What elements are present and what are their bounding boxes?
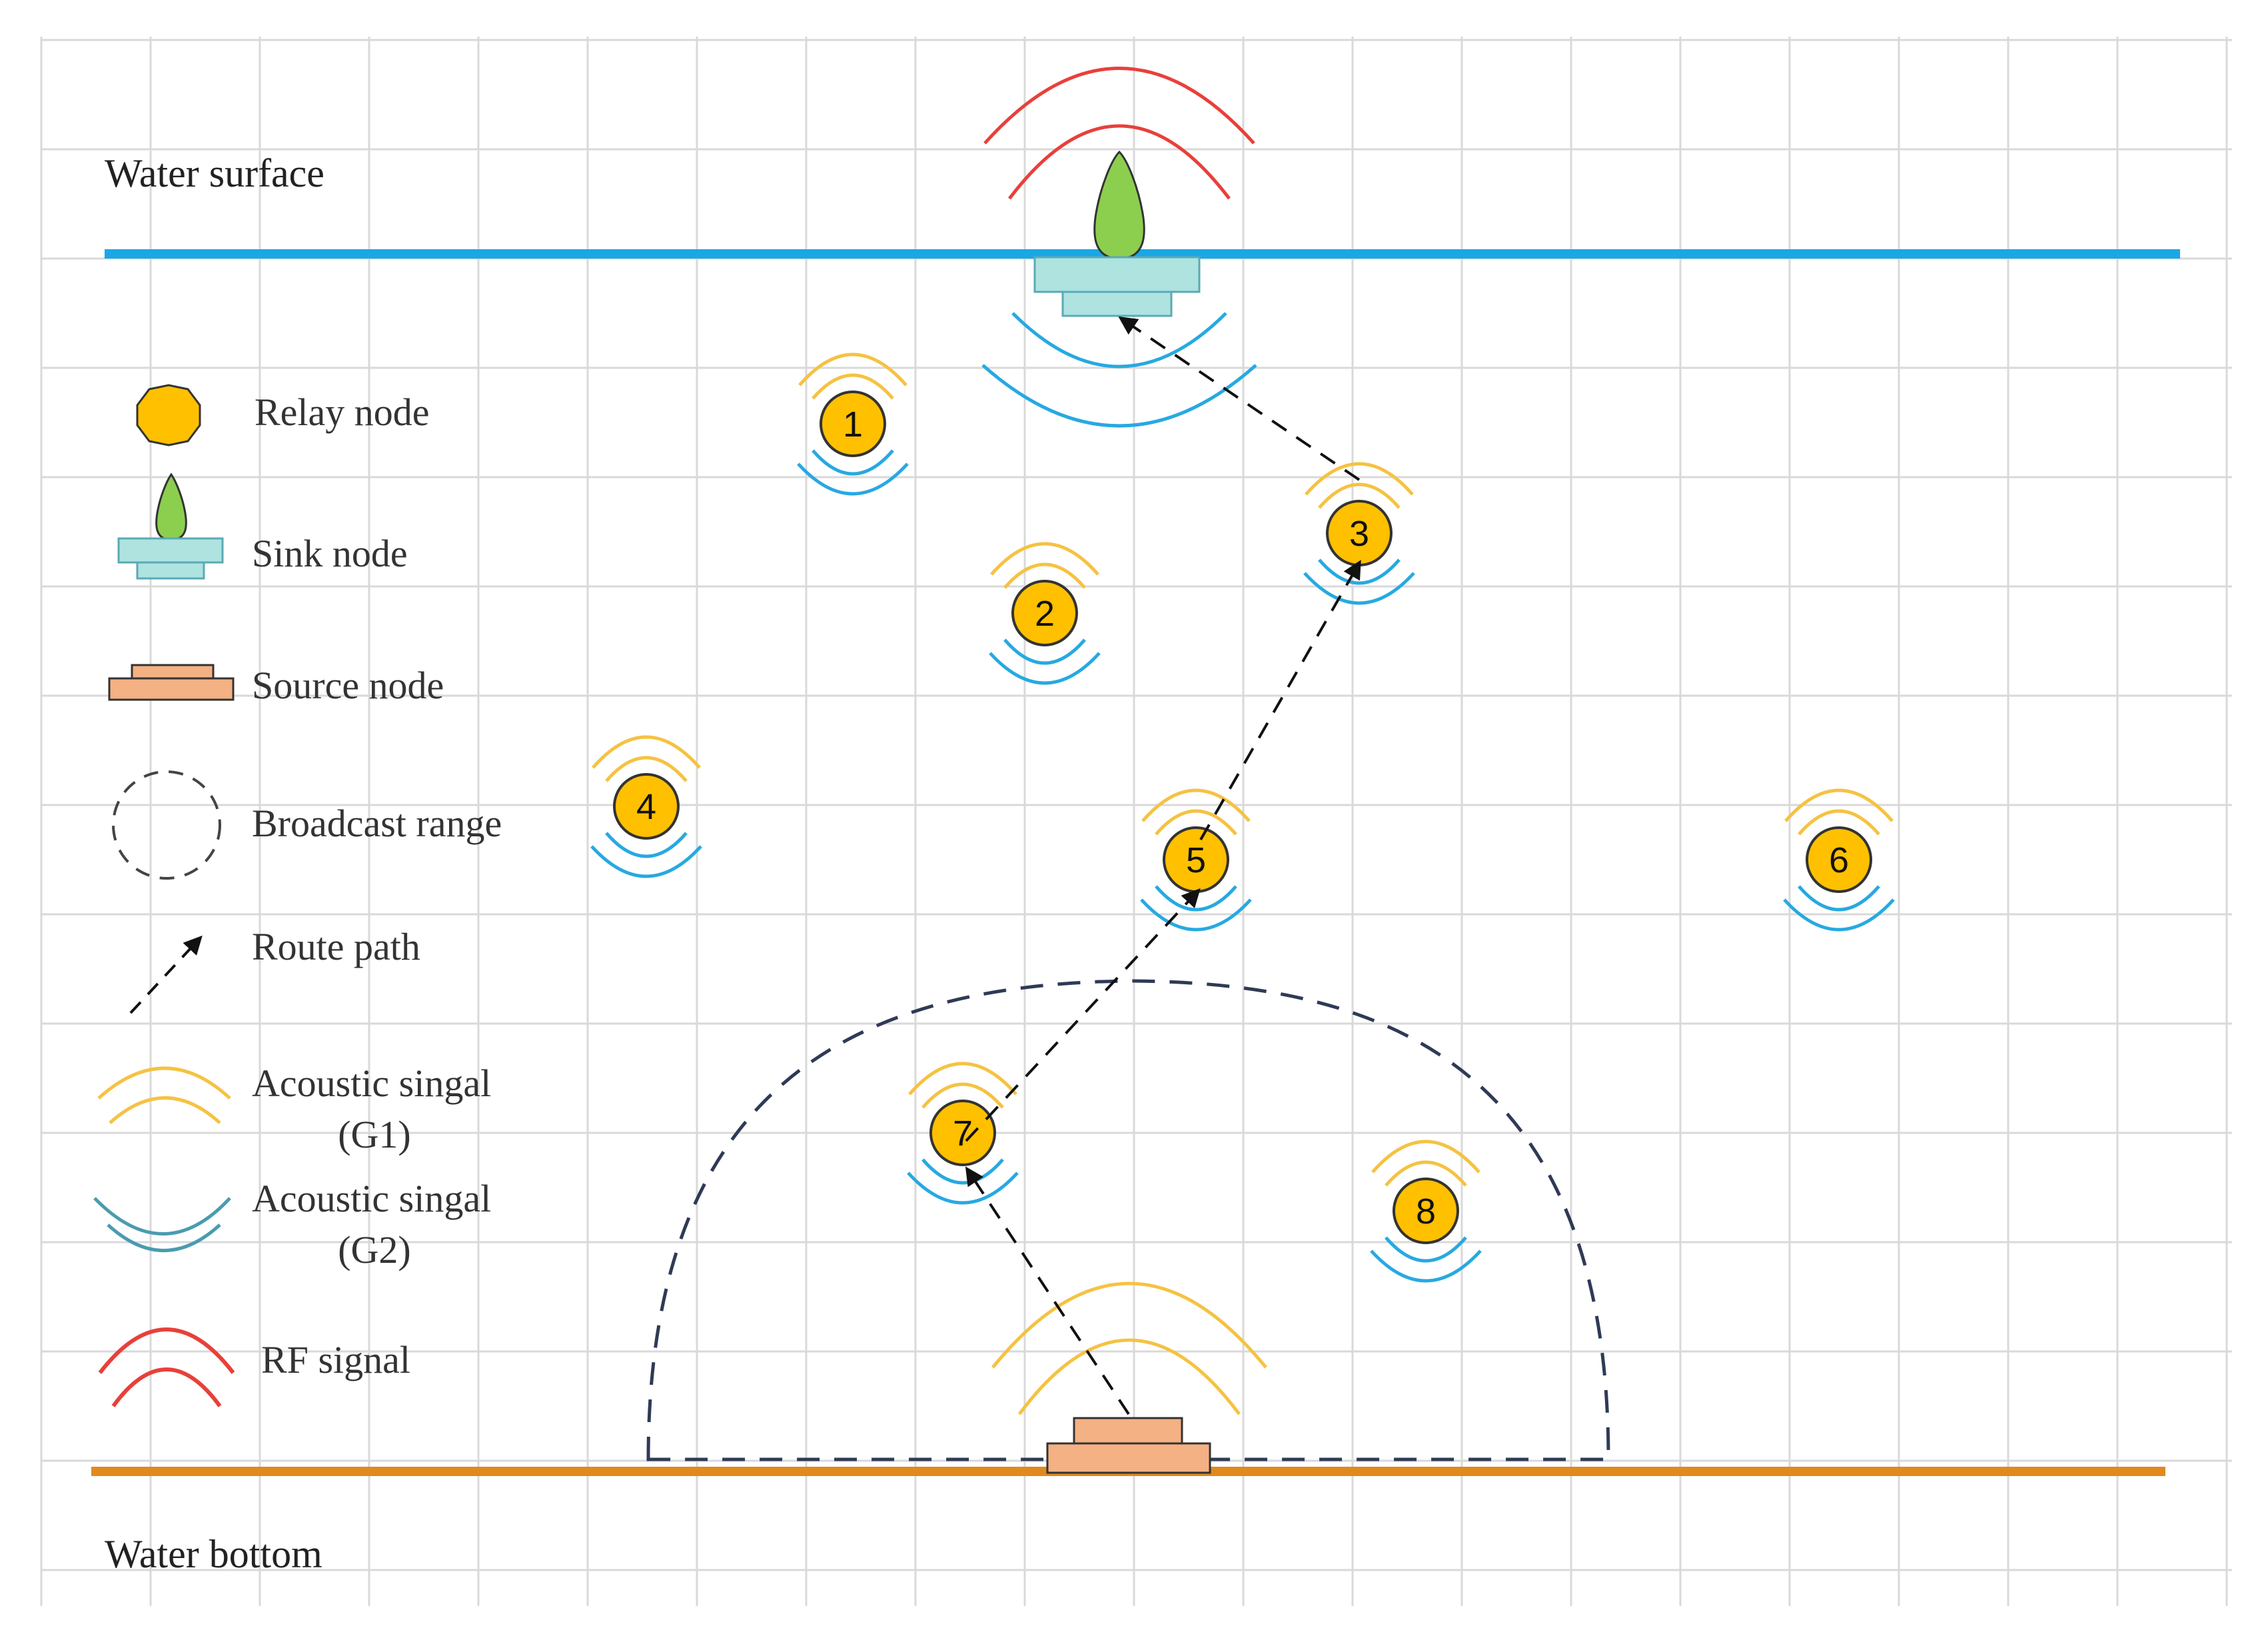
relay-node-2: 2 <box>989 542 1101 685</box>
relay-node-number: 1 <box>843 405 863 444</box>
relay-node-icon <box>1806 826 1872 893</box>
background-grid <box>40 37 2232 1606</box>
route-path <box>965 316 1361 1415</box>
route-segment-3-sink <box>1118 316 1361 481</box>
relay-node-icon <box>1011 580 1078 646</box>
acoustic-g1-signal <box>1141 788 1251 836</box>
source-acoustic-signal <box>991 1281 1267 1415</box>
acoustic-g1-signal <box>1371 1140 1480 1187</box>
legend-acoustic-g2-label: Acoustic singal <box>252 1177 491 1220</box>
route-segment-5-3 <box>1199 560 1361 840</box>
legend-route-label: Route path <box>252 925 420 968</box>
legend: Relay node Sink node Source node Broadca… <box>93 384 502 1407</box>
legend-acoustic-g1-sublabel: (G1) <box>338 1113 411 1156</box>
relay-node-icon <box>820 391 886 457</box>
legend-sink-icon <box>117 472 224 580</box>
acoustic-g2-signal <box>797 449 909 496</box>
relay-node-number: 6 <box>1829 840 1849 880</box>
sink-buoy-icon <box>1093 150 1145 260</box>
legend-acoustic-g2-sublabel: (G2) <box>338 1228 411 1271</box>
acoustic-g2-signal <box>907 1158 1019 1205</box>
relay-node-icon <box>929 1100 996 1166</box>
relay-node-3: 3 <box>1303 462 1415 605</box>
water-bottom-label: Water bottom <box>105 1532 322 1576</box>
acoustic-g1-signal <box>798 353 907 400</box>
acoustic-g2-signal <box>1303 558 1415 605</box>
water-surface-label: Water surface <box>105 151 324 195</box>
relay-node-4: 4 <box>590 735 702 878</box>
relay-node-number: 7 <box>953 1114 973 1154</box>
legend-relay-icon <box>136 384 201 446</box>
acoustic-g1-signal <box>908 1062 1017 1109</box>
legend-relay-label: Relay node <box>255 391 430 434</box>
acoustic-g1-signal <box>1784 788 1894 836</box>
relay-node-1: 1 <box>797 353 909 496</box>
legend-acoustic-g2-icon <box>93 1197 231 1252</box>
relay-node-icon <box>613 773 680 840</box>
sink-node <box>1033 150 1201 317</box>
relay-nodes: 1 2 3 4 5 6 7 8 <box>590 353 1895 1283</box>
legend-rf-icon <box>98 1327 235 1407</box>
legend-acoustic-g1-icon <box>97 1066 231 1124</box>
acoustic-g2-signal <box>590 832 702 878</box>
acoustic-g1-signal <box>990 542 1099 589</box>
legend-route-icon <box>129 935 203 1014</box>
relay-node-number: 5 <box>1186 840 1206 880</box>
legend-source-icon <box>108 664 235 701</box>
route-segment-source-7 <box>965 1166 1130 1415</box>
legend-acoustic-g1-label: Acoustic singal <box>252 1062 491 1105</box>
relay-node-5: 5 <box>1140 788 1252 932</box>
sink-rf-signal <box>983 67 1255 200</box>
sink-acoustic-signal <box>981 312 1257 428</box>
source-node <box>1046 1417 1211 1474</box>
relay-node-icon <box>1393 1178 1459 1244</box>
relay-node-number: 4 <box>636 787 656 827</box>
relay-node-number: 3 <box>1349 514 1369 554</box>
legend-rf-label: RF signal <box>261 1338 410 1381</box>
acoustic-g1-signal <box>1305 462 1414 509</box>
acoustic-g2-signal <box>1140 885 1252 932</box>
legend-broadcast-icon <box>112 770 221 880</box>
acoustic-g2-signal <box>989 638 1101 685</box>
legend-sink-label: Sink node <box>252 532 408 575</box>
legend-source-label: Source node <box>252 664 444 707</box>
legend-broadcast-label: Broadcast range <box>252 802 502 845</box>
relay-node-6: 6 <box>1783 788 1895 932</box>
acoustic-g2-signal <box>1370 1236 1482 1283</box>
relay-node-8: 8 <box>1370 1140 1482 1283</box>
relay-node-7: 7 <box>907 1062 1019 1205</box>
relay-node-number: 2 <box>1035 594 1055 634</box>
acoustic-g1-signal <box>592 735 701 782</box>
relay-node-number: 8 <box>1416 1192 1436 1232</box>
broadcast-range <box>646 979 1610 1461</box>
acoustic-g2-signal <box>1783 885 1895 932</box>
